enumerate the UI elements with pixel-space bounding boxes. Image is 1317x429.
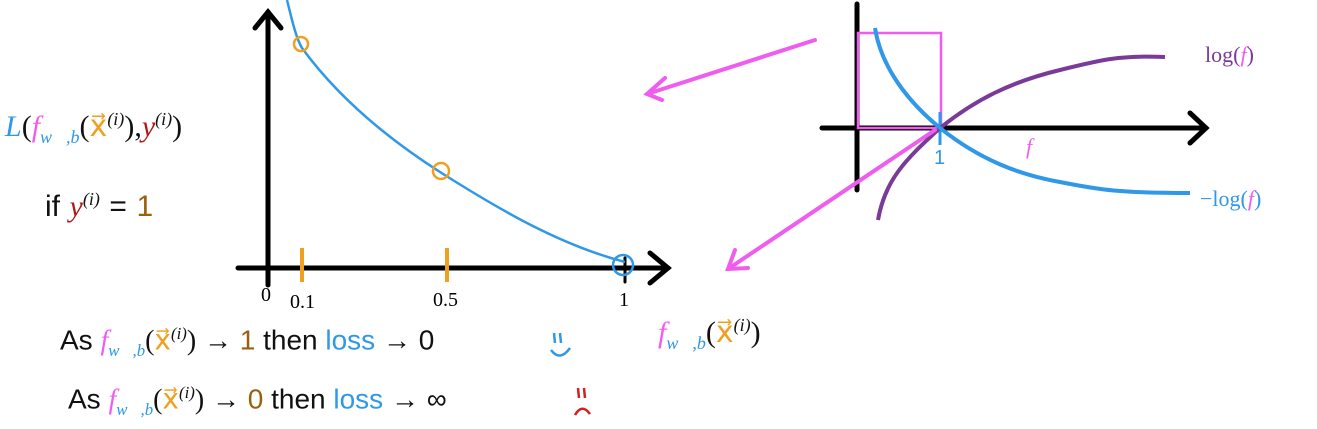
subscript: w⃗,b (40, 127, 80, 147)
f-symbol: f (31, 110, 41, 143)
left-y-axis (252, 8, 284, 288)
paren: ) (750, 316, 761, 349)
value: 1 (239, 324, 256, 356)
paren: ( (153, 384, 163, 416)
y-symbol: y (141, 110, 156, 143)
x-symbol: x⃗ (162, 384, 179, 416)
subscript: w⃗,b (666, 333, 706, 353)
f-symbol: f (1240, 42, 1247, 67)
tick-label-0.5: 0.5 (433, 289, 458, 311)
f-symbol: f (100, 325, 109, 357)
paren: ) (124, 110, 135, 143)
log-curve (876, 54, 1166, 221)
superscript: (i) (107, 109, 125, 129)
result: ∞ (426, 383, 447, 415)
paren: ) (1253, 186, 1262, 211)
f-axis-label: f (1026, 134, 1033, 159)
loss-function-label: L(fw⃗,b(x⃗(i)),y(i)) (5, 110, 182, 146)
superscript: (i) (171, 324, 187, 343)
subscript: w⃗,b (108, 340, 146, 360)
frowny-face-icon (573, 387, 592, 416)
f-symbol: f (658, 316, 667, 349)
statement-2: As fw⃗,b(x⃗(i)) → 0 then loss → ∞ (68, 383, 447, 419)
loss-symbol: L (5, 110, 22, 143)
x-symbol: x⃗ (154, 325, 171, 357)
loss-text: loss (325, 324, 376, 356)
log-text: −log( (1200, 186, 1248, 211)
superscript: (i) (82, 189, 100, 209)
paren: ) (172, 110, 183, 143)
paren: ( (145, 325, 155, 357)
if-text: if (45, 190, 60, 223)
one-tick-label: 1 (934, 147, 946, 169)
paren: ( (705, 316, 716, 349)
arrow: → (211, 383, 240, 415)
tick-label-1: 1 (619, 289, 629, 311)
comma: , (134, 110, 142, 143)
f-symbol: f (1247, 186, 1254, 211)
paren: ) (1246, 42, 1254, 67)
superscript: (i) (733, 315, 751, 335)
value: 0 (247, 383, 264, 415)
then-text: then (263, 324, 318, 356)
x-symbol: x⃗ (715, 316, 734, 349)
as-text: As (60, 324, 93, 356)
arrow: → (382, 324, 411, 356)
statement-1: As fw⃗,b(x⃗(i)) → 1 then loss → 0 (60, 324, 435, 360)
smiley-face-icon (550, 332, 572, 357)
paren: ( (79, 110, 90, 143)
subscript: w⃗,b (116, 399, 154, 419)
as-text: As (68, 383, 101, 415)
point-0.1 (292, 35, 310, 53)
point-0.5 (431, 161, 451, 181)
tick-label-0.1: 0.1 (290, 291, 315, 313)
result: 0 (418, 324, 435, 356)
neg-log-curve (285, 0, 626, 264)
condition-label: if y(i) = 1 (45, 190, 153, 222)
neg-log-right-curve (873, 27, 1191, 195)
pointer-arrow-loss (643, 38, 817, 102)
superscript: (i) (155, 109, 173, 129)
zoom-box (856, 31, 943, 130)
neg-log-f-label: −log(f) (1200, 188, 1261, 210)
one-value: 1 (136, 190, 154, 223)
f-symbol: f (108, 384, 117, 416)
point-1 (611, 253, 635, 277)
log-text: log( (1205, 42, 1241, 67)
y-symbol: y (69, 190, 83, 223)
arrow: → (203, 324, 232, 356)
then-text: then (271, 383, 326, 415)
log-f-label: log(f) (1205, 44, 1254, 66)
arrow: → (390, 383, 419, 415)
pointer-arrow-f (725, 128, 937, 272)
superscript: (i) (179, 383, 195, 402)
paren: ) (186, 325, 197, 357)
equals: = (109, 190, 127, 223)
paren: ( (21, 110, 32, 143)
paren: ) (194, 384, 205, 416)
loss-text: loss (333, 383, 384, 415)
x-symbol: x⃗ (89, 110, 108, 143)
f-output-label: fw⃗,b(x⃗(i)) (658, 316, 761, 352)
tick-label-0: 0 (261, 284, 271, 306)
